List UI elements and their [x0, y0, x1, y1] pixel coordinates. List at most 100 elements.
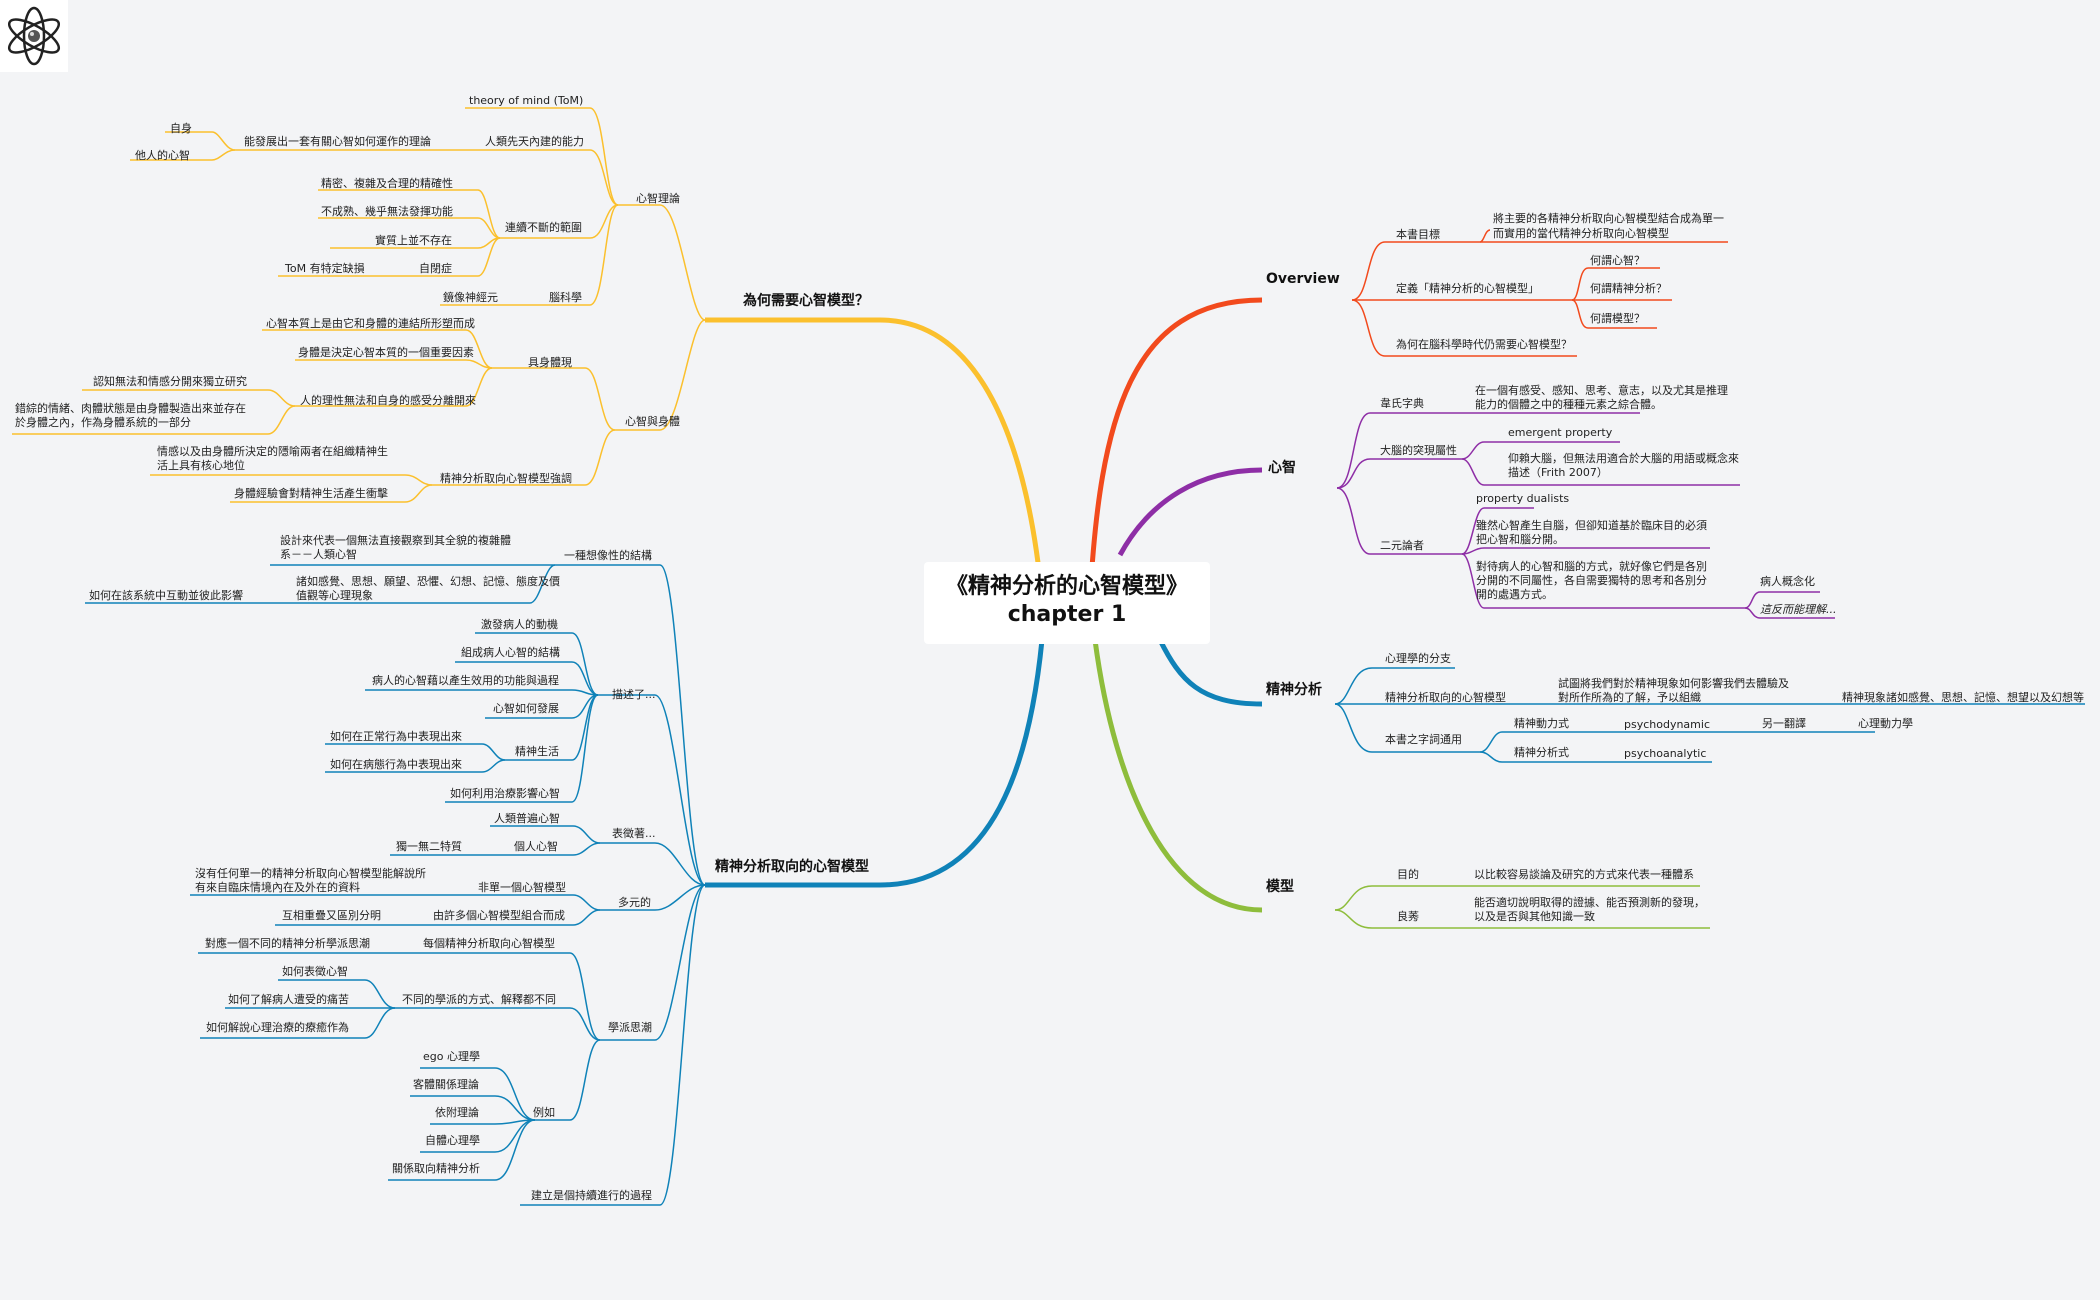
left-symbol[interactable]: 表徵著... [612, 827, 656, 840]
left-patho[interactable]: 如何在病態行為中表現出來 [330, 758, 462, 771]
why-develop[interactable]: 能發展出一套有關心智如何運作的理論 [244, 135, 431, 148]
why-emphasis[interactable]: 精神分析取向心智模型強調 [440, 472, 572, 485]
mind-webster-desc1[interactable]: 在一個有感受、感知、思考、意志，以及尤其是推理 [1475, 384, 1728, 397]
psycho-dynamic[interactable]: 精神動力式 [1514, 717, 1569, 730]
psycho-branch[interactable]: 心理學的分支 [1385, 652, 1451, 665]
why-mirror[interactable]: 鏡像神經元 [443, 291, 498, 304]
why-reason[interactable]: 人的理性無法和自身的感受分離開來 [300, 394, 476, 407]
psycho-analytic[interactable]: 精神分析式 [1514, 746, 1569, 759]
left-nonsingle[interactable]: 非單一個心智模型 [478, 881, 566, 894]
why-emph2[interactable]: 身體經驗會對精神生活產生衝擊 [234, 487, 388, 500]
model-purpose[interactable]: 目的 [1397, 868, 1419, 881]
why-others[interactable]: 他人的心智 [135, 149, 190, 162]
left-treat[interactable]: 如何利用治療影響心智 [450, 787, 560, 800]
why-emb1[interactable]: 心智本質上是由它和身體的連結所形塑而成 [266, 317, 475, 330]
why-innate[interactable]: 人類先天內建的能力 [485, 135, 584, 148]
left-overlap[interactable]: 互相重疊又區別分明 [282, 909, 381, 922]
overview-goal-desc1[interactable]: 將主要的各精神分析取向心智模型結合成為單一 [1493, 212, 1724, 225]
left-how-symbol[interactable]: 如何表徵心智 [282, 965, 348, 978]
mind-dualist-desc3[interactable]: 對待病人的心智和腦的方式，就好像它們是各別 [1476, 560, 1707, 573]
left-composed[interactable]: 由許多個心智模型組合而成 [433, 909, 565, 922]
why-self[interactable]: 自身 [170, 122, 192, 135]
left-interact[interactable]: 如何在該系統中互動並彼此影響 [89, 589, 243, 602]
why-tom-en[interactable]: theory of mind (ToM) [469, 94, 584, 107]
psycho-model-desc1[interactable]: 試圖將我們對於精神現象如何影響我們去體驗及 [1558, 677, 1789, 690]
model-purpose-desc[interactable]: 以比較容易談論及研究的方式來代表一種體系 [1474, 868, 1694, 881]
why-brain[interactable]: 腦科學 [549, 291, 582, 304]
left-universal[interactable]: 人類普遍心智 [494, 812, 560, 825]
left-life[interactable]: 精神生活 [515, 745, 559, 758]
mind-dualist-desc1[interactable]: 雖然心智產生自腦，但卻知道基於臨床目的必須 [1476, 519, 1707, 532]
mind-dualist[interactable]: 二元論者 [1380, 539, 1424, 552]
left-ongoing[interactable]: 建立是個持續進行的過程 [531, 1189, 652, 1202]
overview-why-brain[interactable]: 為何在腦科學時代仍需要心智模型？ [1396, 338, 1572, 351]
psycho-dynamics-psy[interactable]: 心理動力學 [1858, 717, 1913, 730]
why-cog-emo[interactable]: 認知無法和情感分開來獨立研究 [93, 375, 247, 388]
model-title[interactable]: 模型 [1266, 879, 1294, 895]
left-feel1[interactable]: 諸如感覺、思想、願望、恐懼、幻想、記憶、態度及價 [296, 575, 560, 588]
left-diff[interactable]: 不同的學派的方式、解釋都不同 [402, 993, 556, 1006]
left-title[interactable]: 精神分析取向的心智模型 [715, 859, 869, 875]
left-ex1[interactable]: ego 心理學 [423, 1050, 480, 1063]
why-emph1a[interactable]: 情感以及由身體所決定的隱喻兩者在組織精神生 [157, 445, 388, 458]
left-process[interactable]: 病人的心智藉以產生效用的功能與過程 [372, 674, 559, 687]
mind-opposite[interactable]: 這反而能理解... [1760, 603, 1837, 616]
left-imagine1a[interactable]: 設計來代表一個無法直接觀察到其全貌的複雜體 [280, 534, 511, 547]
left-motive[interactable]: 激發病人的動機 [481, 618, 558, 631]
left-individual[interactable]: 個人心智 [514, 840, 558, 853]
central-topic[interactable]: 《精神分析的心智模型》 chapter 1 [924, 562, 1210, 644]
psycho-model[interactable]: 精神分析取向的心智模型 [1385, 691, 1506, 704]
why-tom-defect[interactable]: ToM 有特定缺損 [285, 262, 365, 275]
left-schools[interactable]: 學派思潮 [608, 1021, 652, 1034]
psycho-dynamic-en[interactable]: psychodynamic [1624, 718, 1710, 731]
left-each[interactable]: 每個精神分析取向心智模型 [423, 937, 555, 950]
left-describe[interactable]: 描述了... [612, 688, 656, 701]
mind-webster[interactable]: 韋氏字典 [1380, 397, 1424, 410]
left-ex3[interactable]: 依附理論 [435, 1106, 479, 1119]
mind-emergent-en[interactable]: emergent property [1508, 426, 1613, 439]
left-unique[interactable]: 獨一無二特質 [396, 840, 462, 853]
model-good[interactable]: 良莠 [1397, 910, 1419, 923]
psycho-title[interactable]: 精神分析 [1266, 682, 1322, 698]
left-ex5[interactable]: 關係取向精神分析 [392, 1162, 480, 1175]
overview-q1[interactable]: 何謂心智？ [1590, 254, 1645, 267]
model-good-desc1[interactable]: 能否適切說明取得的證據、能否預測新的發現， [1474, 896, 1705, 909]
why-embodied[interactable]: 具身體現 [528, 356, 572, 369]
why-emb2[interactable]: 身體是決定心智本質的一個重要因素 [298, 346, 474, 359]
left-develop[interactable]: 心智如何發展 [493, 702, 559, 715]
why-precise[interactable]: 精密、複雜及合理的精確性 [321, 177, 453, 190]
overview-define[interactable]: 定義「精神分析的心智模型」 [1396, 282, 1539, 295]
why-autism[interactable]: 自閉症 [419, 262, 452, 275]
overview-goal[interactable]: 本書目標 [1396, 228, 1440, 241]
overview-q3[interactable]: 何謂模型？ [1590, 312, 1645, 325]
why-notexist[interactable]: 實質上並不存在 [375, 234, 452, 247]
left-ex2[interactable]: 客體關係理論 [413, 1078, 479, 1091]
left-how-pain[interactable]: 如何了解病人遭受的痛苦 [228, 993, 349, 1006]
psycho-terms[interactable]: 本書之字詞通用 [1385, 733, 1462, 746]
why-complex1[interactable]: 錯綜的情緒、肉體狀態是由身體製造出來並存在 [15, 402, 246, 415]
mind-emergent-desc1[interactable]: 仰賴大腦，但無法用適合於大腦的用語或概念來 [1508, 452, 1739, 465]
overview-q2[interactable]: 何謂精神分析？ [1590, 282, 1667, 295]
overview-title[interactable]: Overview [1266, 271, 1340, 287]
left-nonsingle1a[interactable]: 沒有任何單一的精神分析取向心智模型能解說所 [195, 867, 426, 880]
why-continuum[interactable]: 連續不斷的範圍 [505, 221, 582, 234]
left-imagine[interactable]: 一種想像性的結構 [564, 549, 652, 562]
why-title[interactable]: 為何需要心智模型？ [743, 293, 869, 309]
psycho-analytic-en[interactable]: psychoanalytic [1624, 747, 1707, 760]
left-structure[interactable]: 組成病人心智的結構 [461, 646, 560, 659]
mind-title[interactable]: 心智 [1268, 460, 1296, 476]
left-how-explain[interactable]: 如何解說心理治療的療癒作為 [206, 1021, 349, 1034]
mind-dualist-en[interactable]: property dualists [1476, 492, 1570, 505]
why-immature[interactable]: 不成熟、幾乎無法發揮功能 [321, 205, 453, 218]
left-each-desc[interactable]: 對應一個不同的精神分析學派思潮 [205, 937, 370, 950]
why-mindbody[interactable]: 心智與身體 [625, 415, 680, 428]
left-ex4[interactable]: 自體心理學 [425, 1134, 480, 1147]
left-example[interactable]: 例如 [533, 1106, 555, 1119]
left-plural[interactable]: 多元的 [618, 896, 651, 909]
why-tom[interactable]: 心智理論 [636, 192, 680, 205]
mind-patient-concept[interactable]: 病人概念化 [1760, 575, 1815, 588]
psycho-model-phen[interactable]: 精神現象諸如感覺、思想、記憶、想望以及幻想等 [1842, 691, 2084, 704]
psycho-another[interactable]: 另一翻譯 [1762, 717, 1806, 730]
left-normal[interactable]: 如何在正常行為中表現出來 [330, 730, 462, 743]
mind-emergent[interactable]: 大腦的突現屬性 [1380, 444, 1457, 457]
